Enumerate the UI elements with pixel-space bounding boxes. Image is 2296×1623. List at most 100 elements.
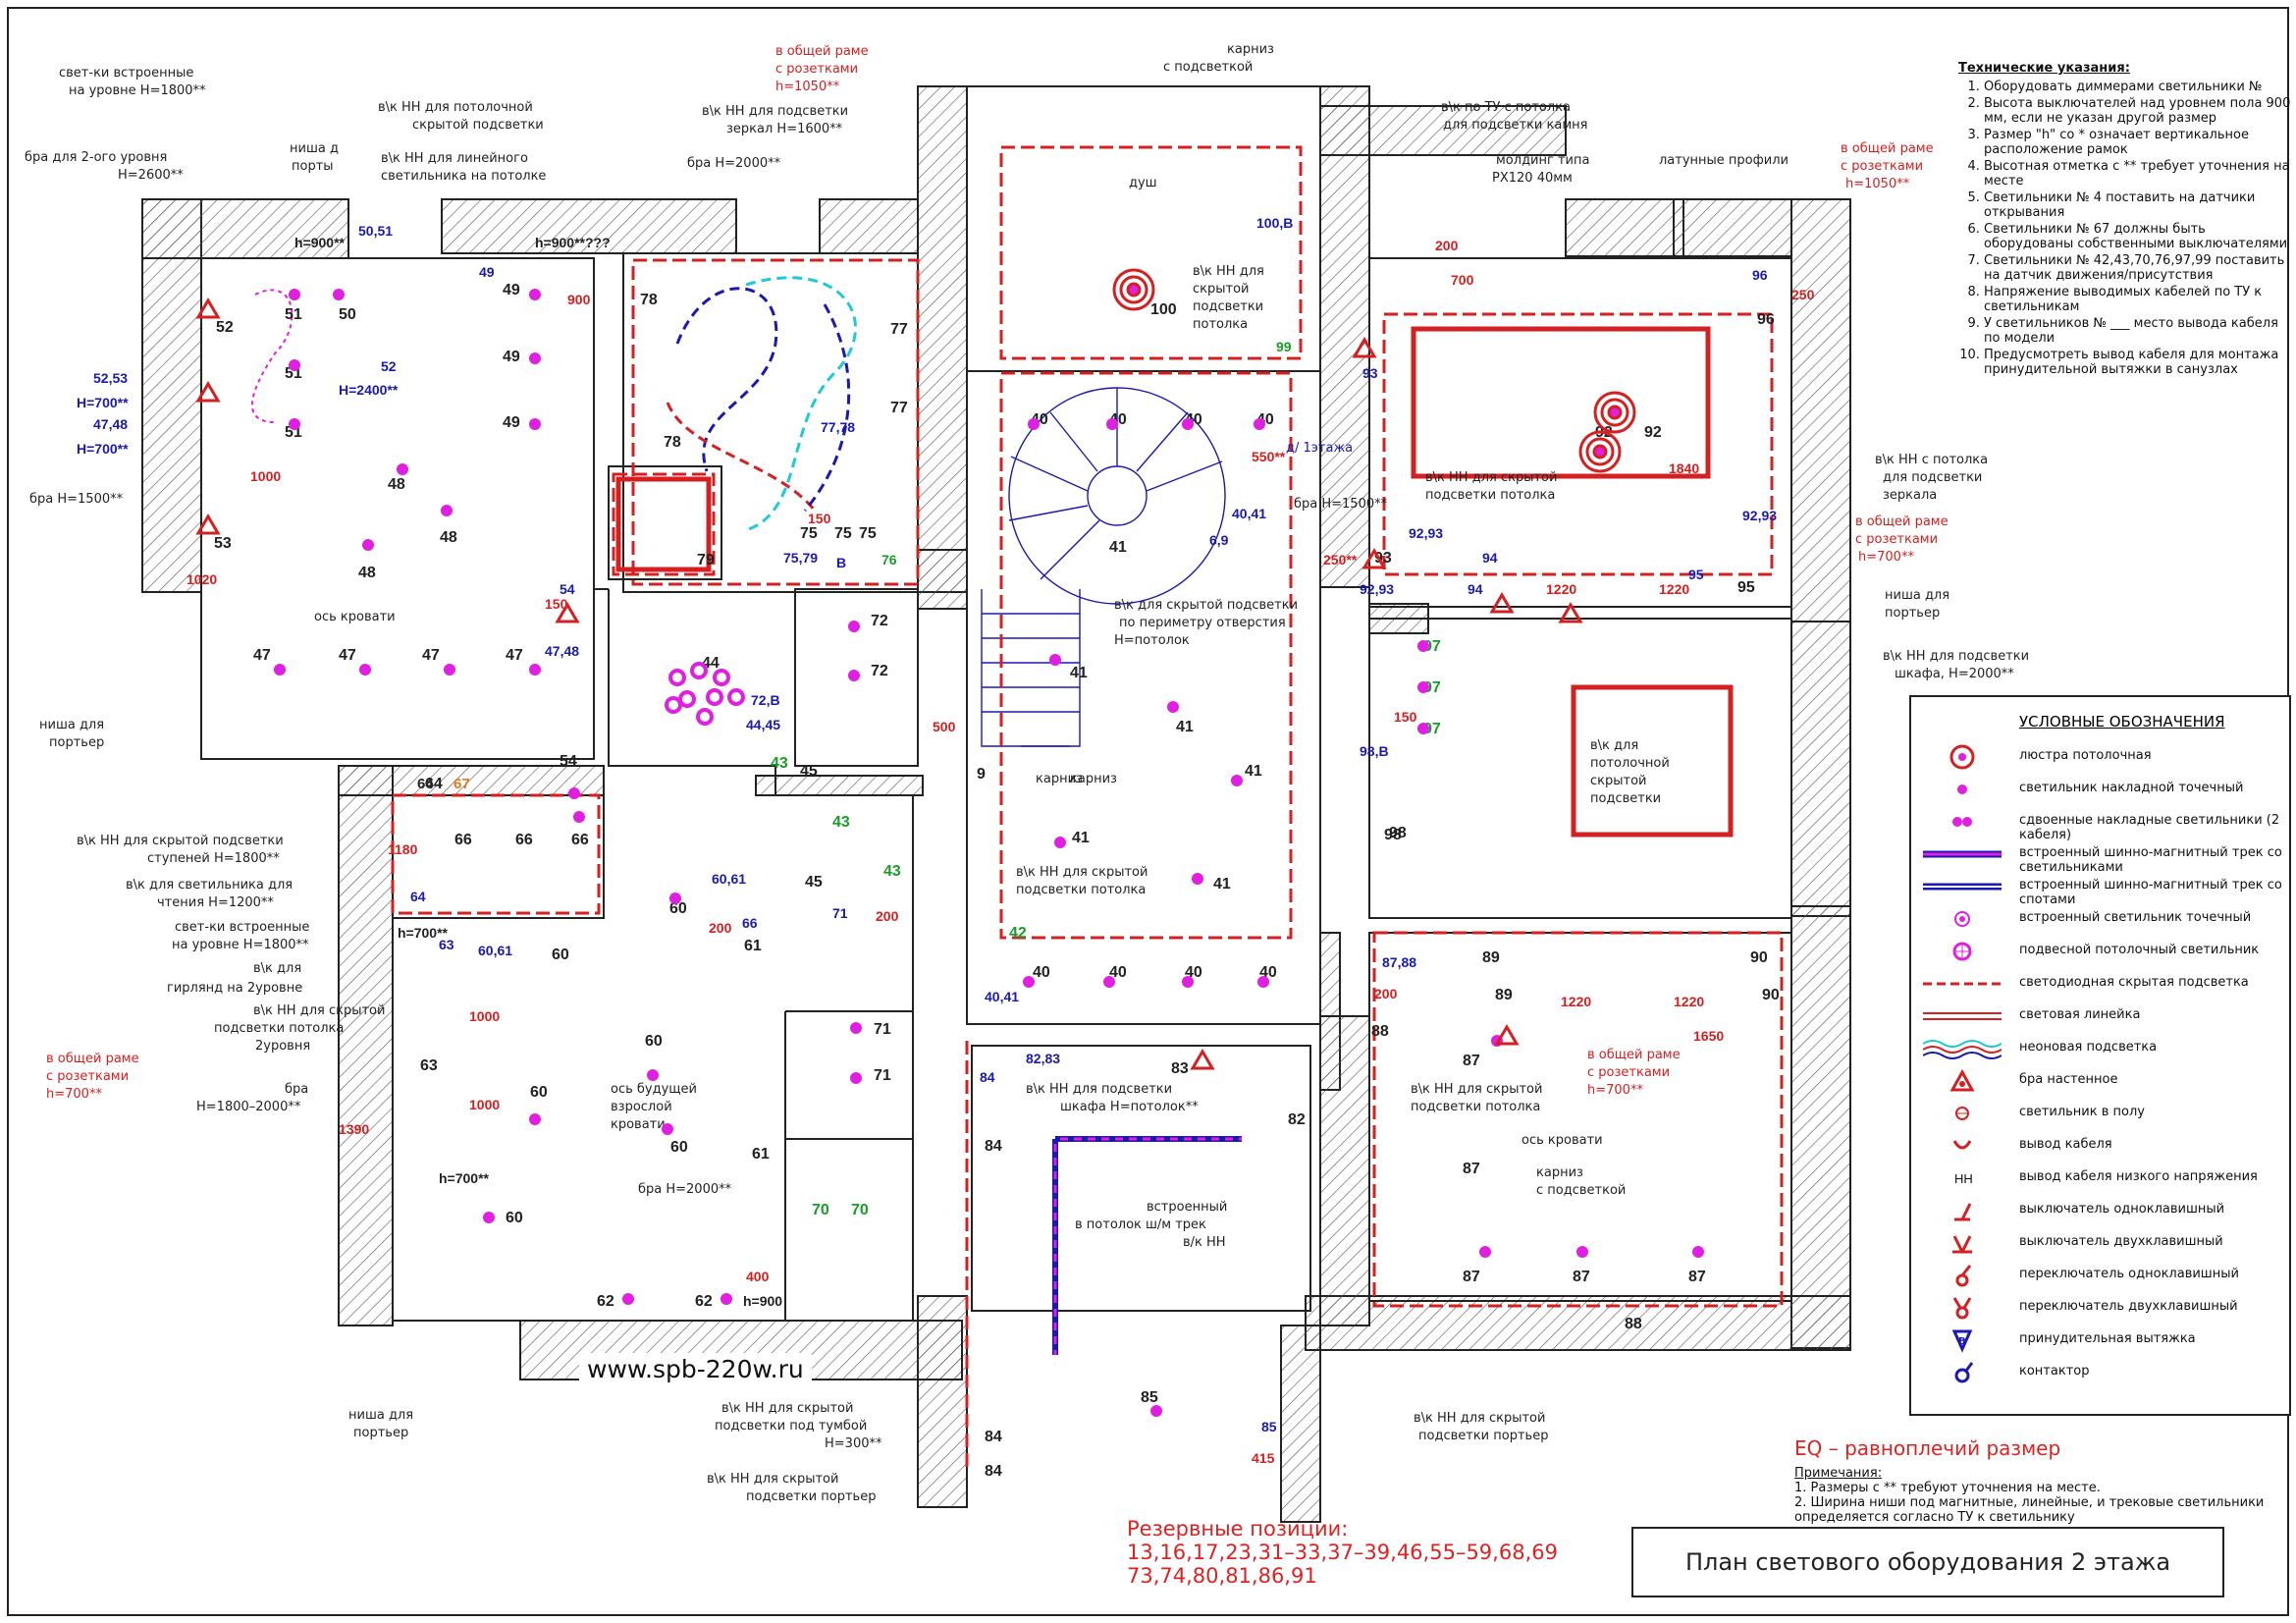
callout-text: с розетками bbox=[775, 62, 858, 77]
recessed-spot-icon bbox=[1417, 640, 1429, 652]
fixture-number: 71 bbox=[874, 1067, 891, 1084]
callout-text: душ bbox=[1129, 176, 1157, 190]
callout-text: в\к НН с потолка bbox=[1875, 453, 1988, 467]
recessed-spot-icon bbox=[529, 664, 541, 676]
dimension-mark: 95 bbox=[1688, 567, 1704, 582]
technical-heading: Технические указания: bbox=[1958, 61, 2130, 76]
callout-text: в\к для светильника для bbox=[126, 878, 293, 893]
recessed-spot-icon bbox=[1254, 418, 1265, 430]
fixture-number: 47 bbox=[339, 647, 356, 664]
legend-text: бра настенное bbox=[2019, 1072, 2118, 1087]
fixture-number: 75 bbox=[834, 525, 852, 542]
callout-text: свет-ки встроенные bbox=[175, 920, 309, 935]
surface-spot-icon bbox=[1923, 777, 2002, 802]
dimension-mark: 82,83 bbox=[1026, 1051, 1060, 1066]
technical-item: Светильники № 4 поставить на датчики отк… bbox=[1984, 190, 2292, 220]
callout-text: в потолок ш/м трек bbox=[1075, 1217, 1206, 1232]
technical-item: Предусмотреть вывод кабеля для монтажа п… bbox=[1984, 348, 2292, 377]
fixture-number: 93 bbox=[1374, 550, 1392, 567]
contactor-icon bbox=[1923, 1360, 2002, 1385]
chandelier-icon bbox=[1119, 275, 1148, 304]
dimension-mark: 93 bbox=[1362, 365, 1378, 381]
callout-text: в общей раме bbox=[1855, 514, 1949, 529]
callout-text: в\к НН для подсветки bbox=[1026, 1082, 1172, 1097]
callout-text: 2уровня bbox=[255, 1039, 310, 1054]
fixture-number: 60 bbox=[530, 1084, 548, 1101]
pendant-icon bbox=[713, 669, 730, 686]
callout-text: в\к НН для подсветки bbox=[1883, 649, 2029, 664]
recessed-spot-icon bbox=[1192, 873, 1203, 885]
dimension-mark: 500 bbox=[933, 719, 956, 734]
fixture-number: 79 bbox=[697, 552, 715, 568]
led-hidden-icon bbox=[1923, 971, 2002, 997]
dimension-mark: 84 bbox=[980, 1069, 995, 1085]
dimension-mark: 94 bbox=[1468, 581, 1483, 597]
recessed-spot-icon bbox=[1049, 654, 1061, 666]
dimension-mark: 72,В bbox=[751, 692, 780, 708]
callout-text: бра H=2000** bbox=[638, 1182, 732, 1197]
fixture-number: 87 bbox=[1463, 1269, 1480, 1285]
dimension-mark: 1220 bbox=[1674, 994, 1704, 1009]
fixture-number: 87 bbox=[1573, 1269, 1590, 1285]
legend-text: встроенный шинно-магнитный трек со свети… bbox=[2019, 845, 2282, 875]
fixture-number: 87 bbox=[1688, 1269, 1706, 1285]
dimension-mark: 1220 bbox=[1546, 581, 1576, 597]
fixture-number: 60 bbox=[645, 1033, 663, 1050]
fixture-number: 41 bbox=[1109, 539, 1127, 556]
fixture-number: 75 bbox=[800, 525, 818, 542]
callout-text: портьер bbox=[1885, 606, 1940, 621]
recessed-spot-icon bbox=[289, 359, 300, 371]
recessed-spot-icon bbox=[1923, 906, 2002, 932]
recessed-spot-icon bbox=[850, 1072, 862, 1084]
wall-sconce-icon bbox=[1558, 602, 1583, 623]
dimension-mark: 98,В bbox=[1360, 743, 1389, 759]
dimension-mark: 1840 bbox=[1669, 460, 1699, 476]
callout-text: на уровне H=1800** bbox=[172, 938, 309, 952]
callout-text: в общей раме bbox=[1841, 141, 1934, 156]
fixture-number: 47 bbox=[506, 647, 523, 664]
recessed-spot-icon bbox=[1692, 1246, 1704, 1258]
neon-lines bbox=[666, 276, 857, 532]
fixture-number: 43 bbox=[771, 755, 788, 772]
dimension-mark: 92,93 bbox=[1360, 581, 1394, 597]
dimension-mark: 900 bbox=[567, 292, 591, 307]
dimension-mark: 50,51 bbox=[358, 223, 393, 239]
callout-text: h=1050** bbox=[1845, 177, 1910, 191]
hidden-led-lines bbox=[391, 145, 1784, 1473]
fixture-number: 48 bbox=[358, 565, 376, 581]
fixture-number: 92 bbox=[1644, 424, 1662, 441]
dimension-mark: H=700** bbox=[77, 395, 129, 410]
technical-item: Светильники № 67 должны быть оборудованы… bbox=[1984, 222, 2292, 251]
dimension-mark: 200 bbox=[709, 920, 732, 936]
legend-text: люстра потолочная bbox=[2019, 748, 2152, 763]
chandelier-icon bbox=[1607, 405, 1623, 420]
drawing-title: План светового оборудования 2 этажа bbox=[1631, 1527, 2224, 1597]
reserve-line: 13,16,17,23,31–33,37–39,46,55–59,68,69 bbox=[1127, 1541, 1558, 1564]
switch-double-icon bbox=[1923, 1230, 2002, 1256]
svg-text:B: B bbox=[1958, 1336, 1966, 1347]
legend-text: подвесной потолочный светильник bbox=[2019, 943, 2260, 957]
callout-text: в\к НН для скрытой bbox=[253, 1003, 385, 1018]
recessed-spot-icon bbox=[529, 352, 541, 364]
fixture-number: 90 bbox=[1762, 987, 1780, 1003]
fixture-number: 84 bbox=[985, 1463, 1002, 1480]
callout-text: подсветки потолка bbox=[214, 1021, 344, 1036]
fixture-number: 47 bbox=[253, 647, 271, 664]
dimension-mark: 150 bbox=[545, 596, 568, 612]
dimension-mark: 75,79 bbox=[783, 550, 818, 566]
callout-text: в\к НН для скрытой bbox=[1016, 865, 1148, 880]
recessed-spot-icon bbox=[573, 811, 585, 823]
legend-row: встроенный шинно-магнитный трек со свети… bbox=[1911, 841, 2289, 875]
fixture-number: 63 bbox=[420, 1057, 438, 1074]
callout-text: в\к для скрытой подсветки bbox=[1114, 598, 1298, 613]
technical-notes: Технические указания: Оборудовать диммер… bbox=[1958, 61, 2292, 379]
fixture-number: 40 bbox=[1033, 964, 1050, 981]
pendant-icon bbox=[727, 688, 745, 706]
legend-text: светильник в полу bbox=[2019, 1105, 2145, 1119]
pendant-icon bbox=[678, 690, 696, 708]
fixture-number: 72 bbox=[871, 663, 888, 679]
recessed-spot-icon bbox=[662, 1123, 673, 1135]
fixture-number: 41 bbox=[1176, 719, 1194, 735]
